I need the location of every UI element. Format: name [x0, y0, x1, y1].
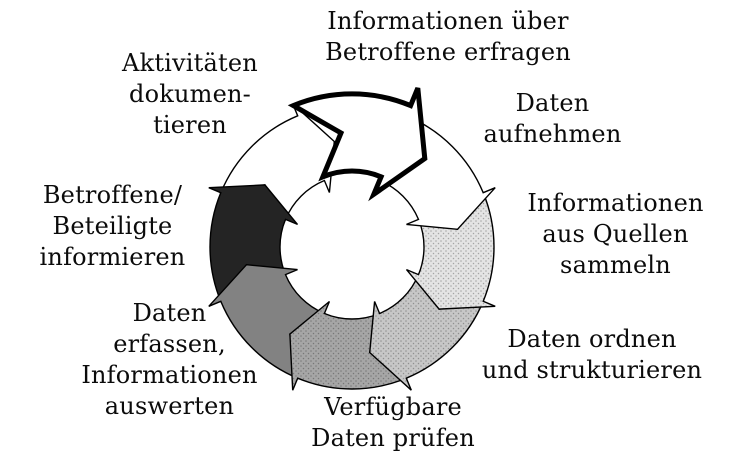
- cycle-arrows: [208, 87, 496, 391]
- cycle-arrow-daten-erfassen: [208, 263, 326, 380]
- cycle-arrow-betroffene-informieren: [208, 184, 299, 303]
- cycle-arrow-informationen-erfragen: [287, 87, 428, 202]
- step-label-daten-ordnen: Daten ordnen und strukturieren: [481, 325, 703, 384]
- step-label-informationen-erfragen: Informationen über Betroffene erfragen: [325, 7, 571, 66]
- step-label-betroffene-informieren: Betroffene/ Beteiligte informieren: [39, 181, 186, 271]
- step-label-informationen-sammeln: Informationen aus Quellen sammeln: [527, 189, 704, 279]
- cycle-arrow-texture-daten-pruefen: [289, 301, 407, 391]
- cycle-arrow-texture-informationen-sammeln: [406, 192, 496, 310]
- cycle-arrow-texture-daten-ordnen: [369, 274, 484, 391]
- step-label-aktivitaeten-dokumentieren: Aktivitäten dokumen- tieren: [122, 49, 258, 139]
- step-label-daten-erfassen: Daten erfassen, Informationen auswerten: [81, 299, 258, 420]
- step-label-daten-aufnehmen: Daten aufnehmen: [483, 89, 622, 148]
- step-label-daten-pruefen: Verfügbare Daten prüfen: [311, 393, 475, 452]
- cycle-arrow-daten-aufnehmen: [378, 114, 496, 231]
